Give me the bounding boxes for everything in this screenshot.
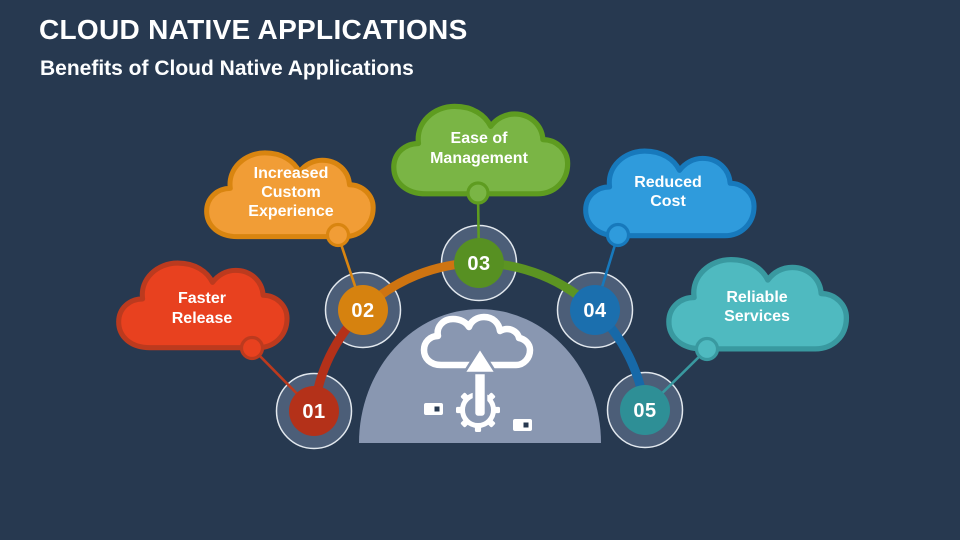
cloud-label-04-line2: Cost (650, 193, 686, 210)
node-02-number: 02 (351, 300, 374, 322)
cloud-dot-04 (605, 222, 631, 248)
cloud-reliable-services: Reliable Services (669, 260, 847, 362)
up-arrow-icon (462, 346, 498, 419)
step-node-03: 03 (454, 238, 504, 288)
cloud-label-02-line2: Custom (261, 184, 321, 201)
cloud-label-02-line1: Increased (254, 165, 329, 182)
chip-icon-left (424, 403, 443, 415)
step-node-02: 02 (338, 285, 388, 335)
cloud-dot-01 (239, 335, 265, 361)
cloud-dot-02 (325, 222, 351, 248)
step-node-04: 04 (570, 285, 620, 335)
cloud-label-03-line1: Ease of (451, 130, 509, 147)
node-04-number: 04 (583, 300, 607, 322)
step-node-01: 01 (289, 386, 339, 436)
node-01-number: 01 (302, 401, 325, 423)
cloud-upload-gear-icon (420, 313, 534, 432)
cloud-dot-05 (694, 336, 720, 362)
cloud-label-04-line1: Reduced (634, 174, 702, 191)
upload-cloud-outline-icon (420, 313, 534, 369)
cloud-ease-of-management: Ease of Management (394, 106, 568, 205)
node-05-number: 05 (633, 400, 656, 422)
cloud-label-01-line2: Release (172, 310, 233, 327)
cloud-label-02-line3: Experience (248, 203, 333, 220)
page-subtitle: Benefits of Cloud Native Applications (40, 57, 414, 80)
cloud-label-03-line2: Management (430, 150, 528, 167)
cloud-faster-release: Faster Release (119, 263, 287, 361)
node-03-number: 03 (467, 253, 490, 275)
cloud-label-05-line1: Reliable (726, 289, 787, 306)
chip-icon-right (513, 419, 532, 431)
cloud-reduced-cost: Reduced Cost (586, 151, 754, 248)
page-title: CLOUD NATIVE APPLICATIONS (39, 14, 468, 45)
cloud-label-05-line2: Services (724, 308, 790, 325)
step-node-05: 05 (620, 385, 670, 435)
cloud-label-01-line1: Faster (178, 290, 226, 307)
cloud-increased-custom-experience: Increased Custom Experience (207, 153, 374, 248)
cloud-dot-03 (466, 181, 490, 205)
